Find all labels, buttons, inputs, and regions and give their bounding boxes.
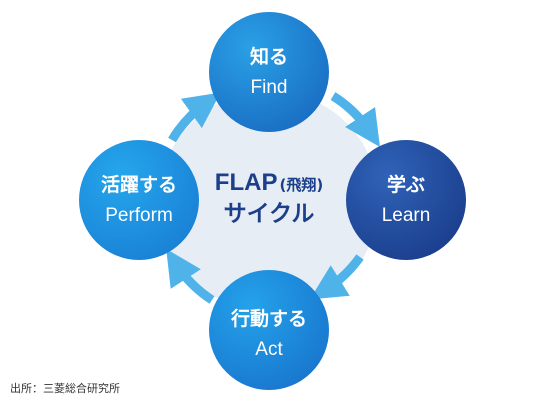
arrow-learn-to-act [309, 254, 364, 300]
node-act: 行動する Act [209, 270, 329, 390]
node-learn-jp: 学ぶ [387, 173, 425, 196]
center-title-line2: サイクル [224, 201, 315, 227]
center-title-flap: FLAP [215, 169, 278, 196]
node-act-en: Act [255, 339, 283, 360]
node-learn: 学ぶ Learn [346, 140, 466, 260]
node-act-jp: 行動する [230, 307, 307, 330]
node-find: 知る Find [209, 12, 329, 132]
arrow-act-to-perform [166, 248, 215, 304]
node-find-en: Find [251, 77, 288, 98]
source-note: 出所：三菱総合研究所 [10, 382, 120, 395]
node-find-jp: 知る [250, 45, 288, 68]
center-title-paren: (飛翔) [279, 176, 323, 194]
node-learn-en: Learn [382, 205, 431, 226]
cycle-arrows [166, 92, 380, 304]
arrow-perform-to-find [168, 92, 221, 143]
center-disc [159, 91, 379, 311]
center-title: FLAP(飛翔) サイクル [215, 169, 323, 227]
arrow-find-to-learn [330, 92, 380, 147]
node-perform-jp: 活躍する [101, 173, 177, 196]
node-perform: 活躍する Perform [79, 140, 199, 260]
center-title-line1: FLAP(飛翔) [215, 169, 323, 196]
node-perform-en: Perform [105, 205, 173, 226]
